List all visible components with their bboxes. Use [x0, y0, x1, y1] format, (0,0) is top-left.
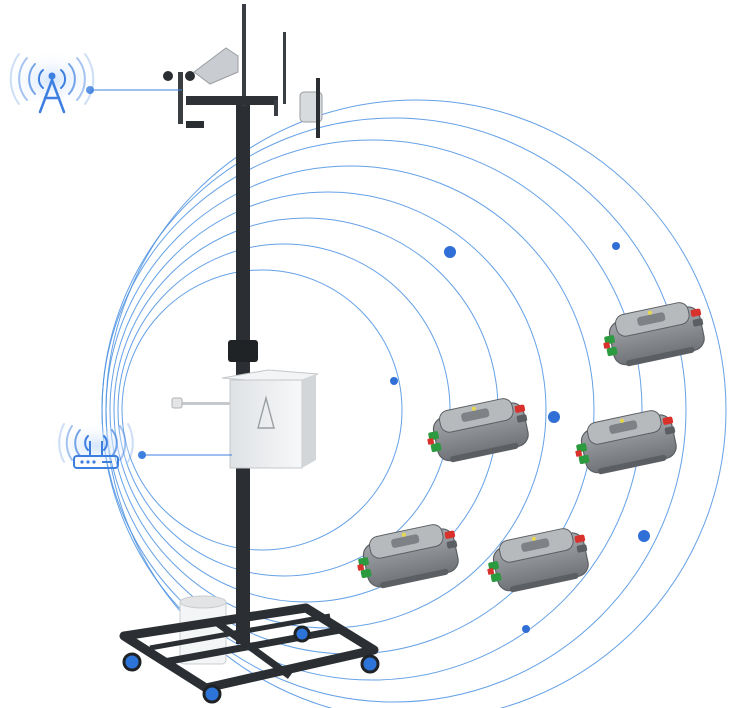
signal-dot: [612, 242, 620, 250]
signal-dot: [548, 411, 560, 423]
wireless-sensor-devices: [357, 302, 705, 593]
signal-ring: [109, 191, 547, 629]
cross-arm: [186, 96, 278, 105]
signal-dot: [444, 246, 456, 258]
rain-gauge-top: [179, 595, 227, 609]
sensor-device: [427, 398, 529, 463]
cabinet-side: [302, 374, 316, 468]
signal-ring: [105, 99, 727, 708]
sensor-device: [357, 524, 459, 589]
caster-wheel: [122, 652, 142, 672]
base-frame: [119, 603, 379, 693]
sensor-mast-left: [178, 72, 183, 124]
signal-dots: [390, 242, 650, 633]
base-frame-bar: [149, 613, 331, 651]
pole-clamp: [228, 340, 258, 362]
lightning-rod: [242, 4, 246, 106]
sensor-device: [575, 410, 677, 475]
signal-ring: [101, 117, 687, 703]
signal-rings: [101, 99, 727, 708]
antenna: [283, 32, 286, 104]
cabinet-logo: [257, 395, 275, 429]
signal-dot: [522, 625, 530, 633]
wifi-router-icon: [48, 422, 144, 470]
signal-dot: [390, 377, 398, 385]
cell-tower-icon: [2, 50, 102, 114]
anemometer-cup: [163, 71, 173, 81]
radiation-sensor: [193, 47, 239, 85]
caster-wheel: [202, 684, 222, 704]
cabinet-bracket: [172, 402, 230, 405]
caster-wheel: [360, 654, 380, 674]
anemometer-cup: [185, 71, 195, 81]
signal-dot: [638, 530, 650, 542]
base-frame-bar: [213, 619, 293, 679]
weather-station: [119, 4, 380, 704]
cabinet-bracket-end: [171, 397, 183, 409]
signal-ring: [121, 269, 403, 551]
sensor-device: [603, 302, 705, 367]
side-sensor-rod: [316, 78, 320, 138]
control-cabinet: [229, 379, 303, 469]
wind-vane: [186, 121, 204, 128]
sensor-device: [487, 528, 589, 593]
sensor-mast-right: [274, 100, 278, 116]
caster-wheel: [293, 625, 311, 643]
